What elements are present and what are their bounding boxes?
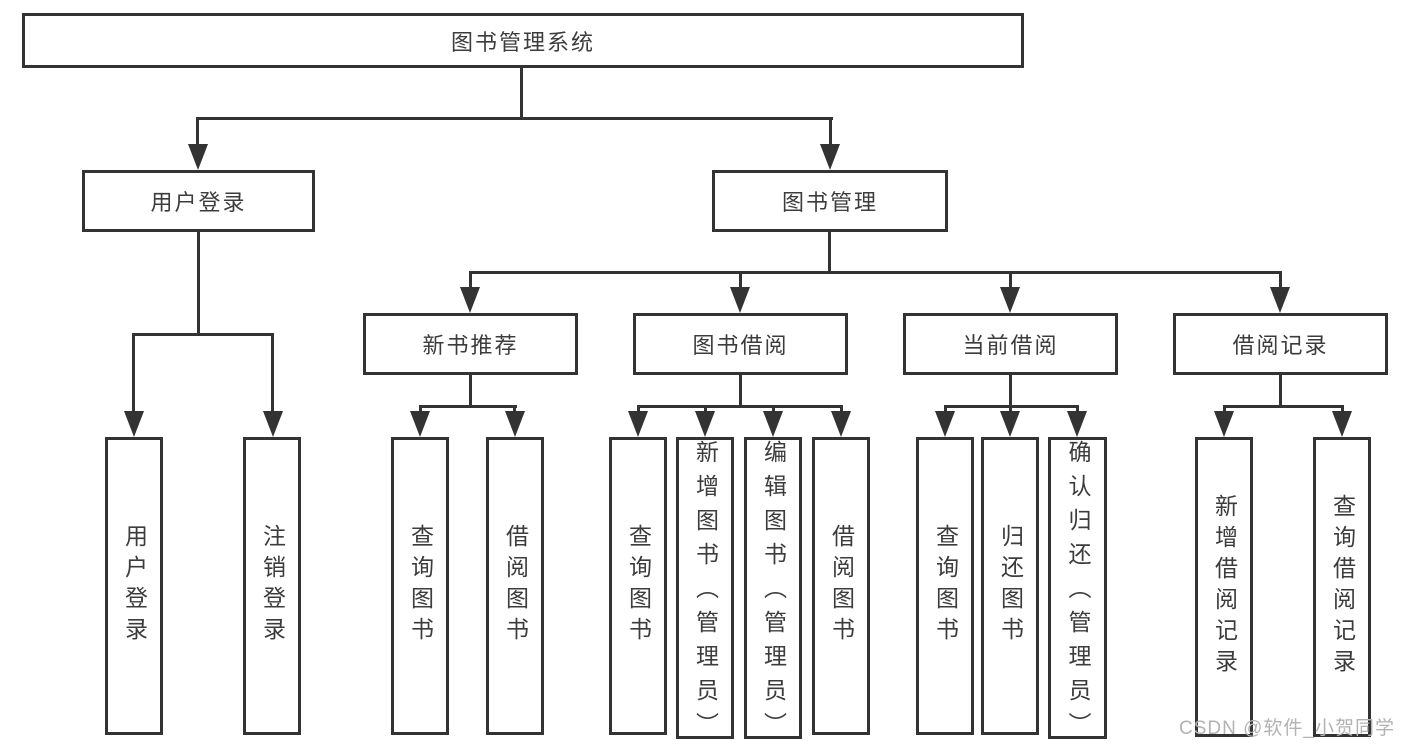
connector-root-hline	[196, 117, 833, 120]
leaf-borrow-book-2-label: 借阅图书	[828, 524, 855, 648]
leaf-add-book-admin-label: 新增图书（管理员）	[692, 440, 719, 746]
connector-borrow-stub-1	[637, 405, 640, 415]
node-book-borrow-label: 图书借阅	[692, 333, 789, 358]
arrow-down-icon	[1270, 287, 1290, 313]
leaf-borrow-book-2: 借阅图书	[812, 437, 870, 735]
connector-recommend-hline	[419, 405, 517, 408]
node-user-login-label: 用户登录	[150, 190, 247, 215]
leaf-add-borrow-record: 新增借阅记录	[1195, 437, 1253, 737]
connector-borrow-stub-3	[772, 405, 775, 415]
connector-current-stub-2	[1009, 405, 1012, 415]
arrow-down-icon	[763, 411, 783, 437]
connector-userlogin-stub-2	[271, 333, 274, 413]
connector-record-vline	[1279, 375, 1282, 408]
connector-bookmgmt-vline	[828, 232, 831, 274]
node-current-borrow-label: 当前借阅	[962, 333, 1059, 358]
leaf-borrow-book-1: 借阅图书	[486, 437, 544, 735]
leaf-query-book-3: 查询图书	[916, 437, 974, 735]
leaf-add-book-admin: 新增图书（管理员）	[676, 437, 734, 746]
arrow-down-icon	[628, 411, 648, 437]
node-book-management-label: 图书管理	[781, 190, 878, 215]
leaf-query-book-1: 查询图书	[391, 437, 449, 735]
arrow-down-icon	[263, 411, 283, 437]
connector-bookmgmt-stub-3	[1009, 271, 1012, 291]
leaf-borrow-book-1-label: 借阅图书	[502, 524, 529, 648]
leaf-query-book-3-label: 查询图书	[932, 524, 959, 648]
node-borrow-record: 借阅记录	[1173, 313, 1388, 375]
connector-borrow-hline	[637, 405, 842, 408]
arrow-down-icon	[188, 144, 208, 170]
connector-recommend-stub-2	[513, 405, 516, 415]
arrow-down-icon	[124, 411, 144, 437]
leaf-return-book-label: 归还图书	[997, 524, 1024, 648]
node-book-management: 图书管理	[712, 170, 948, 232]
connector-userlogin-vline	[197, 232, 200, 336]
node-root-label: 图书管理系统	[450, 29, 595, 55]
connector-root-stub-right	[829, 117, 832, 147]
connector-record-stub-1	[1223, 405, 1226, 415]
leaf-query-book-2: 查询图书	[609, 437, 667, 735]
arrow-down-icon	[1000, 411, 1020, 437]
connector-bookmgmt-hline	[469, 271, 1282, 274]
leaf-query-borrow-record: 查询借阅记录	[1313, 437, 1371, 737]
connector-borrow-stub-2	[704, 405, 707, 415]
node-current-borrow: 当前借阅	[903, 313, 1118, 375]
connector-bookmgmt-stub-2	[739, 271, 742, 291]
arrow-down-icon	[410, 411, 430, 437]
node-root: 图书管理系统	[22, 13, 1024, 68]
leaf-user-login-label: 用户登录	[121, 524, 148, 648]
connector-root-vline	[520, 68, 523, 120]
connector-record-stub-2	[1341, 405, 1344, 415]
node-book-borrow: 图书借阅	[633, 313, 848, 375]
connector-current-stub-3	[1076, 405, 1079, 415]
leaf-query-book-1-label: 查询图书	[407, 524, 434, 648]
connector-recommend-stub-1	[419, 405, 422, 415]
arrow-down-icon	[1000, 287, 1020, 313]
arrow-down-icon	[730, 287, 750, 313]
node-new-book-recommend-label: 新书推荐	[422, 333, 519, 358]
connector-userlogin-hline	[132, 333, 274, 336]
arrow-down-icon	[695, 411, 715, 437]
arrow-down-icon	[1067, 411, 1087, 437]
leaf-confirm-return-admin: 确认归还（管理员）	[1048, 437, 1107, 746]
node-user-login: 用户登录	[82, 170, 315, 232]
connector-record-hline	[1223, 405, 1343, 408]
connector-bookmgmt-stub-4	[1279, 271, 1282, 291]
connector-borrow-vline	[739, 375, 742, 408]
leaf-logout-label: 注销登录	[259, 524, 286, 648]
leaf-confirm-return-admin-label: 确认归还（管理员）	[1065, 440, 1091, 746]
node-borrow-record-label: 借阅记录	[1232, 333, 1329, 358]
connector-root-stub-left	[196, 117, 199, 147]
arrow-down-icon	[1332, 411, 1352, 437]
leaf-query-book-2-label: 查询图书	[625, 524, 652, 648]
connector-current-vline	[1009, 375, 1012, 408]
leaf-query-borrow-record-label: 查询借阅记录	[1329, 494, 1356, 680]
leaf-return-book: 归还图书	[981, 437, 1039, 735]
connector-userlogin-stub-1	[132, 333, 135, 413]
connector-borrow-stub-4	[840, 405, 843, 415]
connector-bookmgmt-stub-1	[469, 271, 472, 291]
arrow-down-icon	[505, 411, 525, 437]
arrow-down-icon	[460, 287, 480, 313]
leaf-edit-book-admin: 编辑图书（管理员）	[744, 437, 802, 746]
leaf-add-borrow-record-label: 新增借阅记录	[1211, 494, 1238, 680]
node-new-book-recommend: 新书推荐	[363, 313, 578, 375]
leaf-user-login: 用户登录	[105, 437, 163, 735]
arrow-down-icon	[831, 411, 851, 437]
leaf-logout: 注销登录	[243, 437, 301, 735]
leaf-edit-book-admin-label: 编辑图书（管理员）	[760, 440, 787, 746]
arrow-down-icon	[935, 411, 955, 437]
arrow-down-icon	[1214, 411, 1234, 437]
csdn-watermark: CSDN @软件_小贺同学	[1179, 718, 1395, 739]
connector-recommend-vline	[469, 375, 472, 408]
arrow-down-icon	[820, 144, 840, 170]
connector-current-stub-1	[944, 405, 947, 415]
